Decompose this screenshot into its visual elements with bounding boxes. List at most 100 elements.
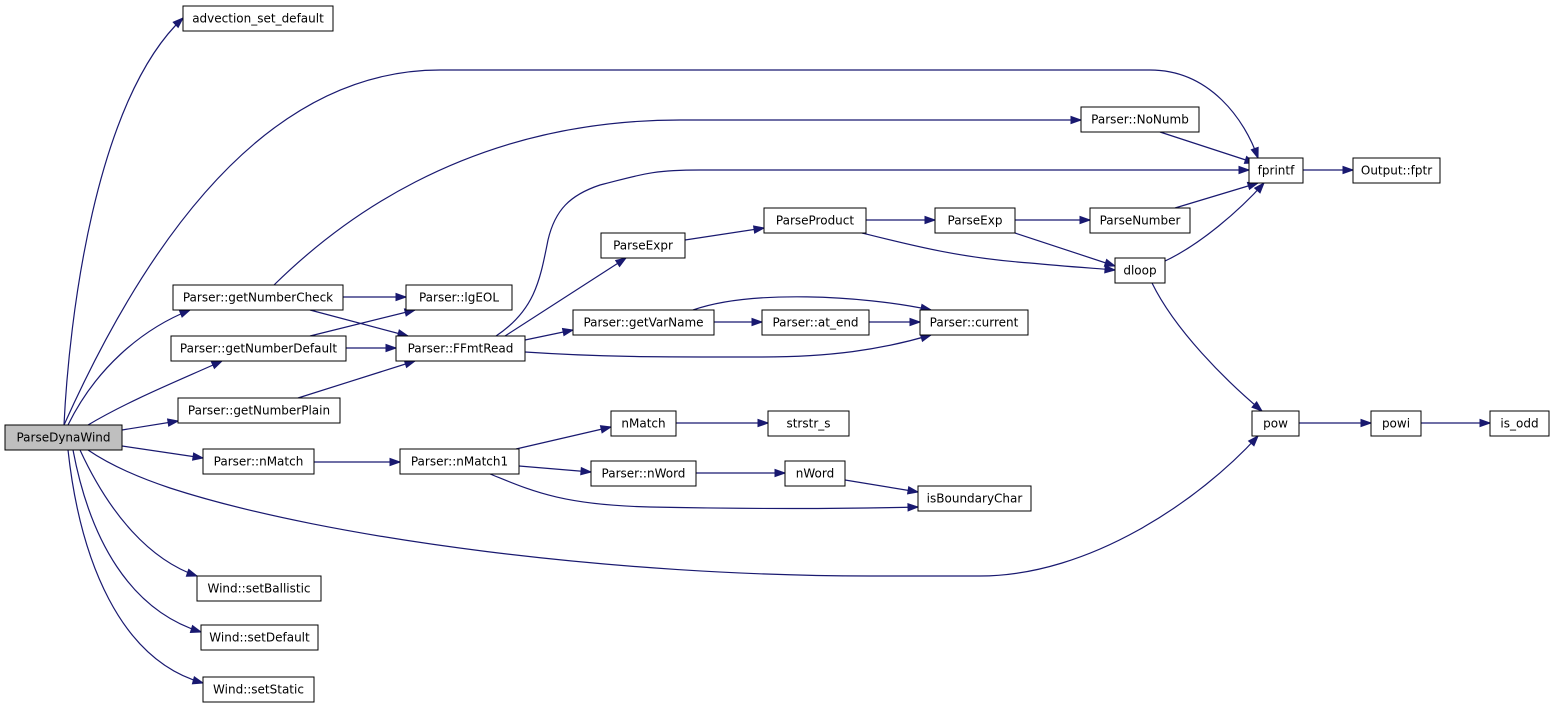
node-parsenumber[interactable]: ParseNumber [1089, 207, 1191, 234]
edge-powi-to-is_odd [1421, 418, 1492, 428]
arrowhead [580, 466, 593, 476]
node-pow[interactable]: pow [1251, 410, 1300, 437]
edge-fprintf-to-fptr [1303, 165, 1355, 175]
edge-line [518, 465, 592, 473]
node-parser-getnumberdefault[interactable]: Parser::getNumberDefault [170, 335, 347, 362]
edge-nmatch-to-strstr_s [676, 418, 770, 428]
node-advection-set-default[interactable]: advection_set_default [182, 5, 334, 32]
edge-getnumbercheck-to-lgeol [343, 292, 408, 302]
edge-getvarname-to-at_end [714, 317, 764, 327]
arrowhead [599, 425, 613, 434]
arrowhead [1342, 165, 1355, 175]
svg-text:Parser::nMatch1: Parser::nMatch1 [411, 455, 508, 469]
svg-text:Parser::getNumberDefault: Parser::getNumberDefault [180, 342, 337, 356]
edge-parsedynawind-to-setdefault [72, 449, 203, 634]
node-is-odd[interactable]: is_odd [1489, 410, 1550, 437]
node-parser-getvarname[interactable]: Parser::getVarName [572, 309, 715, 336]
arrowhead [752, 225, 766, 234]
edge-parsernmatch-to-nmatch1 [314, 457, 402, 467]
edge-line [524, 334, 932, 358]
svg-text:Parser::lgEOL: Parser::lgEOL [419, 291, 499, 305]
svg-text:Parser::nWord: Parser::nWord [602, 467, 686, 481]
svg-text:dloop: dloop [1123, 264, 1156, 278]
arrowhead [1103, 258, 1117, 267]
edge-nword-to-isboundarychar [844, 479, 920, 495]
arrowhead [757, 418, 770, 428]
node-wind-setballistic[interactable]: Wind::setBallistic [196, 575, 322, 602]
arrowhead [191, 676, 205, 685]
edge-getnumberdefault-to-ffmtread [346, 343, 398, 353]
edge-line [1159, 131, 1256, 164]
node-parser-nmatch[interactable]: Parser::nMatch [202, 448, 315, 475]
edge-parsedynawind-to-advection_set_default [63, 16, 185, 426]
svg-text:Parser::at_end: Parser::at_end [772, 316, 858, 330]
node-fprintf[interactable]: fprintf [1248, 157, 1304, 184]
node-parser-nword[interactable]: Parser::nWord [590, 460, 697, 487]
edge-parsedynawind-to-pow [87, 434, 1259, 577]
arrowhead [178, 309, 192, 318]
edge-line [63, 69, 1259, 426]
node-parseexp[interactable]: ParseExp [934, 207, 1016, 234]
node-nword[interactable]: nWord [784, 460, 846, 487]
node-wind-setstatic[interactable]: Wind::setStatic [202, 676, 315, 703]
node-dloop[interactable]: dloop [1114, 257, 1166, 284]
arrowhead [1247, 434, 1259, 447]
arrowhead [385, 343, 398, 353]
edge-line [684, 227, 765, 241]
node-parser-current[interactable]: Parser::current [919, 309, 1029, 336]
node-parser-getnumberplain[interactable]: Parser::getNumberPlain [177, 397, 341, 424]
edge-parsenumber-to-fprintf [1174, 181, 1260, 209]
svg-text:pow: pow [1263, 417, 1288, 431]
edge-line [63, 17, 184, 426]
edge-at_end-to-current [869, 317, 922, 327]
arrowhead [172, 16, 185, 29]
edge-parseexp-to-parsenumber [1015, 215, 1092, 225]
arrowhead [1070, 115, 1083, 125]
node-parseproduct[interactable]: ParseProduct [763, 207, 867, 234]
edge-parseproduct-to-parseexp [866, 215, 937, 225]
arrowhead [924, 215, 937, 225]
edge-line [844, 479, 919, 493]
node-strstr-s[interactable]: strstr_s [767, 410, 850, 437]
node-parsedynawind[interactable]: ParseDynaWind [4, 424, 123, 451]
arrowhead [906, 486, 920, 495]
svg-text:Wind::setBallistic: Wind::setBallistic [207, 582, 310, 596]
node-isboundarychar[interactable]: isBoundaryChar [917, 485, 1032, 512]
node-output-fptr[interactable]: Output::fptr [1352, 157, 1441, 184]
svg-text:isBoundaryChar: isBoundaryChar [927, 492, 1023, 506]
edge-pow-to-powi [1299, 418, 1373, 428]
edge-parsedynawind-to-getnumbercheck [67, 309, 192, 426]
node-wind-setdefault[interactable]: Wind::setDefault [200, 624, 319, 651]
node-nmatch[interactable]: nMatch [610, 410, 677, 437]
edge-parseproduct-to-dloop [861, 232, 1117, 274]
arrowhead [185, 568, 199, 577]
arrowhead [614, 257, 628, 268]
edge-parseexpr-to-parseproduct [684, 225, 766, 241]
edge-parseexp-to-dloop [1014, 232, 1117, 267]
edge-line [515, 426, 612, 450]
arrowhead [1104, 264, 1117, 274]
node-parseexpr[interactable]: ParseExpr [600, 232, 686, 259]
node-parser-nonumb[interactable]: Parser::NoNumb [1080, 106, 1200, 133]
node-parser-at-end[interactable]: Parser::at_end [761, 309, 870, 336]
edge-getnumbercheck-to-ffmtread [309, 309, 410, 338]
svg-text:ParseNumber: ParseNumber [1100, 214, 1181, 228]
edge-line [72, 449, 202, 633]
arrowhead [907, 502, 920, 512]
node-parser-ffmtread[interactable]: Parser::FFmtRead [395, 335, 526, 362]
edge-parsedynawind-to-getnumberplain [121, 418, 180, 431]
node-parser-nmatch1[interactable]: Parser::nMatch1 [399, 448, 520, 475]
edge-line [121, 445, 204, 459]
edge-line [87, 360, 223, 426]
edge-dloop-to-pow [1151, 282, 1264, 412]
svg-text:ParseDynaWind: ParseDynaWind [16, 431, 110, 445]
node-powi[interactable]: powi [1370, 410, 1422, 437]
edge-parsedynawind-to-parsernmatch [121, 445, 205, 461]
edge-ffmtread-to-parseexpr [504, 257, 628, 337]
arrowhead [389, 457, 402, 467]
svg-text:Wind::setStatic: Wind::setStatic [213, 683, 304, 697]
node-parser-getnumbercheck[interactable]: Parser::getNumberCheck [172, 284, 344, 311]
edge-line [1174, 182, 1259, 209]
edge-getnumbercheck-to-nonumb [273, 115, 1083, 286]
node-parser-lgeol[interactable]: Parser::lgEOL [405, 284, 513, 311]
